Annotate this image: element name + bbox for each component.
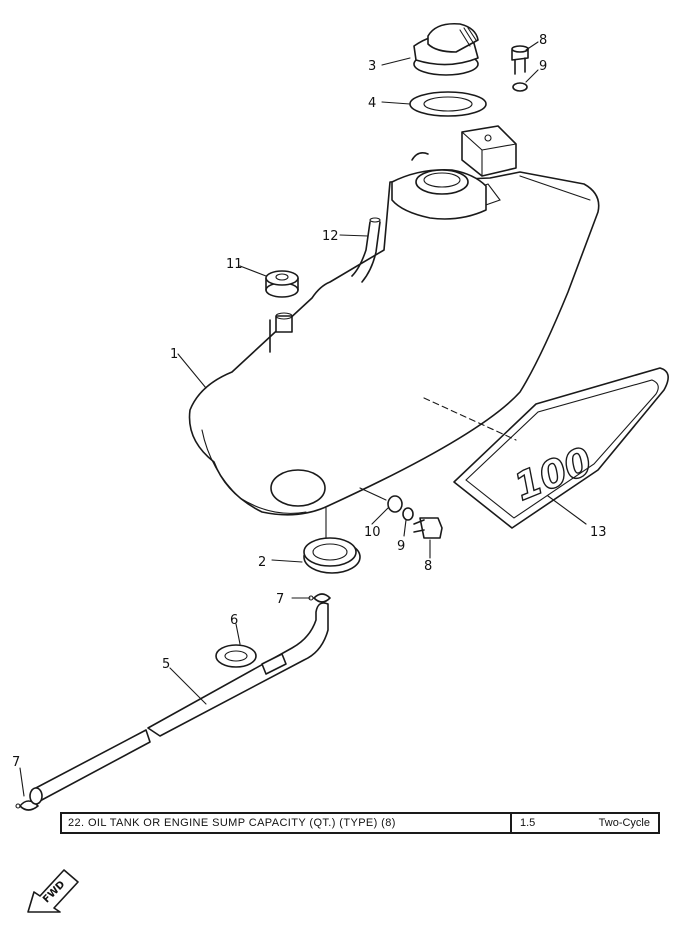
leader-lines: [19, 41, 587, 797]
bolt-upper: [511, 45, 529, 75]
spec-capacity: 1.5: [520, 817, 536, 829]
side-emblem: 100: [453, 367, 669, 529]
callout-8-lower: 8: [424, 559, 432, 574]
callout-10: 10: [364, 525, 381, 540]
spec-description: 22. OIL TANK OR ENGINE SUMP CAPACITY (QT…: [62, 814, 512, 832]
filler-cap: [413, 22, 479, 76]
spec-type: Two-Cycle: [598, 817, 650, 829]
callout-11: 11: [226, 257, 243, 272]
grommet: [265, 270, 299, 298]
forward-arrow-icon: FWD: [27, 869, 79, 913]
breather-pipe: [351, 217, 381, 283]
callout-2: 2: [258, 555, 266, 570]
oil-hose: [29, 602, 329, 805]
cap-gasket: [409, 91, 487, 117]
callout-4: 4: [368, 96, 376, 111]
callout-6: 6: [230, 613, 238, 628]
callout-3: 3: [368, 59, 376, 74]
oil-tank-body: [188, 125, 600, 516]
hose-clamp-lower: [15, 800, 39, 811]
callout-13: 13: [590, 525, 607, 540]
callout-5: 5: [162, 657, 170, 672]
callout-7-upper: 7: [276, 592, 284, 607]
washer-upper: [512, 82, 528, 92]
hose-clamp-upper: [308, 593, 331, 603]
callout-7-lower: 7: [12, 755, 20, 770]
spec-values: 1.5 Two-Cycle: [512, 814, 658, 832]
hose-ring: [215, 644, 257, 668]
callout-1: 1: [170, 347, 178, 362]
callout-8-upper: 8: [539, 33, 547, 48]
bolt-lower: [413, 517, 443, 539]
callout-numbers: 1 2 3 4 5 6 7 7 8 8 9 9 10 11 12 13: [12, 33, 607, 770]
oil-capacity-spec-table: 22. OIL TANK OR ENGINE SUMP CAPACITY (QT…: [60, 812, 660, 834]
washer-lower-9: [402, 507, 414, 521]
washer-lower-10: [387, 495, 403, 513]
callout-9-lower: 9: [397, 539, 405, 554]
callout-12: 12: [322, 229, 339, 244]
callout-9-upper: 9: [539, 59, 547, 74]
tank-grommet: [303, 507, 361, 574]
